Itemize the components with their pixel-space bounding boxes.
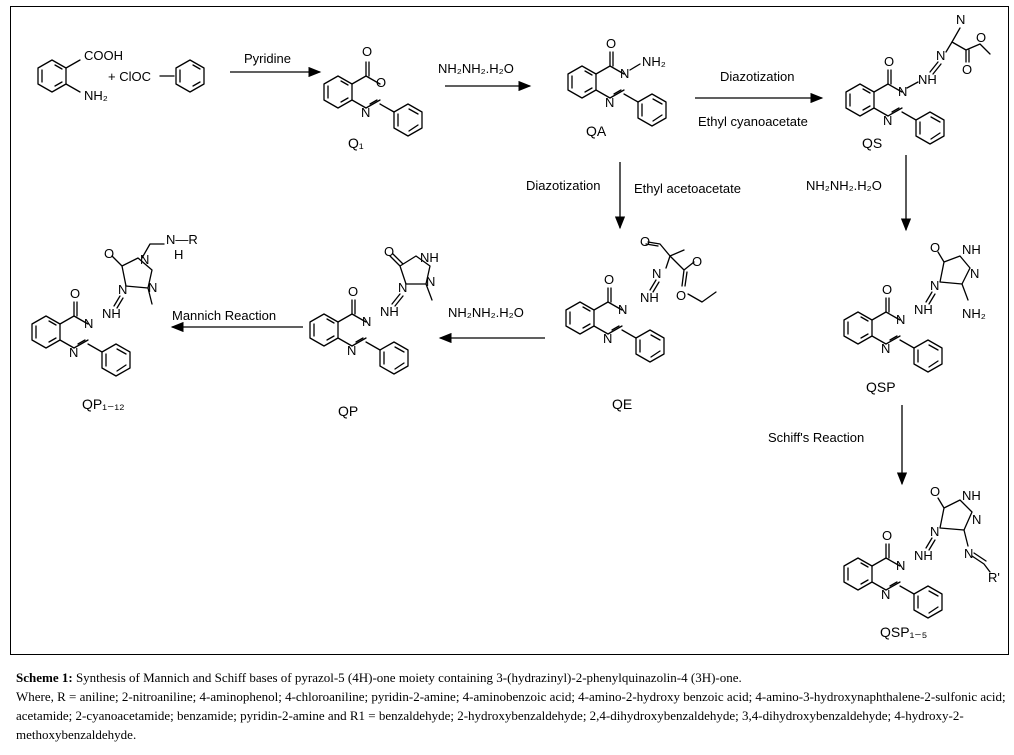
compound-qe-structure: O N N NH N O O O xyxy=(565,234,717,363)
qps-n1: N xyxy=(69,345,78,360)
qsp-pyrazole-nh: NH xyxy=(962,242,981,257)
reagent-hydrazine-2: NH₂NH₂.H₂O xyxy=(448,305,524,320)
qe-nh: NH xyxy=(640,290,659,305)
qps-nh: NH xyxy=(102,306,121,321)
reagent-hydrazine-1: NH₂NH₂.H₂O xyxy=(438,61,514,76)
qs-n1: N xyxy=(883,113,892,128)
caption-title: Synthesis of Mannich and Schiff bases of… xyxy=(75,670,742,685)
qsps-r-prime: R' xyxy=(988,570,1000,585)
compound-q1-structure: O O N xyxy=(323,44,423,137)
reagent-diazotization-2: Diazotization xyxy=(526,178,600,193)
compound-qp-structure: O N N NH N O NH N xyxy=(309,244,439,375)
qe-ester-carbonyl-o: O xyxy=(692,254,702,269)
qp-pyrazole-n: N xyxy=(426,274,435,289)
qs-azo-n: N xyxy=(936,48,945,63)
caption-label: Scheme 1: xyxy=(16,670,73,685)
qe-n3: N xyxy=(618,302,627,317)
qps-amine-nr: N—R xyxy=(166,232,198,247)
qsp-carbonyl-o: O xyxy=(882,282,892,297)
qps-n3: N xyxy=(84,316,93,331)
qps-azo-n: N xyxy=(118,282,127,297)
reagent-diazotization-1: Diazotization xyxy=(720,69,794,84)
qa-n3: N xyxy=(620,66,629,81)
compound-qs-label: QS xyxy=(862,135,882,151)
qsp-pyrazole-n: N xyxy=(970,266,979,281)
compound-qa-label: QA xyxy=(586,123,607,139)
compound-qsp-series-structure: O N N NH N O NH N N R' xyxy=(843,484,1000,619)
reagent-hydrazine-3: NH₂NH₂.H₂O xyxy=(806,178,882,193)
compound-qp-label: QP xyxy=(338,403,358,419)
qp-n3: N xyxy=(362,314,371,329)
qps-ring-n2: N xyxy=(148,280,157,295)
qsps-carbonyl-o: O xyxy=(882,528,892,543)
q1-ring-o: O xyxy=(376,75,386,90)
qe-azo-n: N xyxy=(652,266,661,281)
qps-amine-h: H xyxy=(174,247,183,262)
qp-pyrazole-nh: NH xyxy=(420,250,439,265)
qsps-imine-n: N xyxy=(964,546,973,561)
compound-q1-label: Q₁ xyxy=(348,135,364,151)
reagent-schiff: Schiff's Reaction xyxy=(768,430,864,445)
qp-nh: NH xyxy=(380,304,399,319)
qsps-azo-n: N xyxy=(930,524,939,539)
qs-nh: NH xyxy=(918,72,937,87)
qs-ester-o: O xyxy=(962,62,972,77)
qps-pyrazolone-o: O xyxy=(104,246,114,261)
reagent-ethyl-acetoacetate: Ethyl acetoacetate xyxy=(634,181,741,196)
compound-qa-structure: O N NH₂ N xyxy=(567,36,667,127)
qsp-azo-n: N xyxy=(930,278,939,293)
q1-ring-n: N xyxy=(361,105,370,120)
qps-carbonyl-o: O xyxy=(70,286,80,301)
scheme-frame xyxy=(10,6,1009,655)
compound-qs-structure: O N N NH N N O O xyxy=(845,12,991,145)
compound-qsp-series-label: QSP₁₋₅ xyxy=(880,624,927,640)
qp-carbonyl-o: O xyxy=(348,284,358,299)
q1-carbonyl-o: O xyxy=(362,44,372,59)
qs-n3: N xyxy=(898,84,907,99)
qe-acetyl-o: O xyxy=(640,234,650,249)
qsps-pyrazolone-o: O xyxy=(930,484,940,499)
reagent-ethyl-cyanoacetate: Ethyl cyanoacetate xyxy=(698,114,808,129)
qa-carbonyl-o: O xyxy=(606,36,616,51)
reagent-pyridine: Pyridine xyxy=(244,51,291,66)
qsps-nh: NH xyxy=(914,548,933,563)
compound-qsp-label: QSP xyxy=(866,379,896,395)
qe-n1: N xyxy=(603,331,612,346)
scheme-caption: Scheme 1: Synthesis of Mannich and Schif… xyxy=(16,668,1006,744)
qsps-n1: N xyxy=(881,587,890,602)
compound-qe-label: QE xyxy=(612,396,632,412)
anthranilic-acid: COOH NH₂ xyxy=(37,48,123,103)
qs-carbonyl-o2: O xyxy=(976,30,986,45)
qsp-n3: N xyxy=(896,312,905,327)
qs-carbonyl-o: O xyxy=(884,54,894,69)
compound-qsp-structure: O N N NH N O NH N NH₂ xyxy=(843,240,986,373)
qa-n1: N xyxy=(605,95,614,110)
compound-qp-series-label: QP₁₋₁₂ xyxy=(82,396,125,412)
benzoyl-chloride-ring xyxy=(159,59,205,93)
qp-n1: N xyxy=(347,343,356,358)
compound-qp-series-structure: O N N NH N O N N N—R H xyxy=(31,232,198,377)
qps-ring-n: N xyxy=(140,252,149,267)
qsp-n1: N xyxy=(881,341,890,356)
qa-nh2: NH₂ xyxy=(642,54,666,69)
qsps-n3: N xyxy=(896,558,905,573)
reaction-scheme: COOH NH₂ + ClOC Pyridine O O N Q₁ NH₂NH₂… xyxy=(31,12,1000,640)
qp-pyrazolone-o: O xyxy=(384,244,394,259)
qsp-pyrazolone-o: O xyxy=(930,240,940,255)
caption-where: Where, R = aniline; 2-nitroaniline; 4-am… xyxy=(16,689,1006,742)
qp-azo-n: N xyxy=(398,280,407,295)
qe-carbonyl-o: O xyxy=(604,272,614,287)
benzoyl-chloride-label: + ClOC xyxy=(108,69,151,84)
qs-nitrile-n: N xyxy=(956,12,965,27)
qsp-nh2: NH₂ xyxy=(962,306,986,321)
cooh-label: COOH xyxy=(84,48,123,63)
qe-ester-o: O xyxy=(676,288,686,303)
qsps-pyrazole-n: N xyxy=(972,512,981,527)
qsp-nh: NH xyxy=(914,302,933,317)
qsps-pyrazole-nh: NH xyxy=(962,488,981,503)
reagent-mannich: Mannich Reaction xyxy=(172,308,276,323)
nh2-label: NH₂ xyxy=(84,88,108,103)
